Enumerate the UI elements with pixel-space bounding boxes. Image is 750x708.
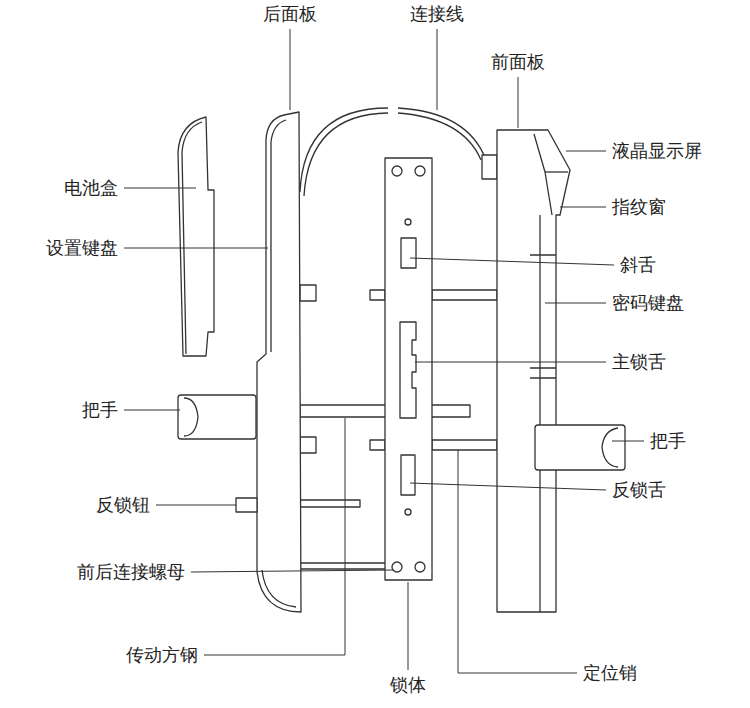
part-label: 液晶显示屏 <box>612 140 702 162</box>
part-label: 把手 <box>650 430 686 452</box>
part-label: 反锁钮 <box>96 494 150 516</box>
part-label: 电池盒 <box>64 177 118 199</box>
part-label: 前后连接螺母 <box>77 561 185 583</box>
part-label: 锁体 <box>390 674 426 696</box>
part-label: 设置键盘 <box>46 237 118 259</box>
leader-lines <box>124 29 644 673</box>
part-label: 传动方钢 <box>126 644 198 666</box>
part-label: 定位销 <box>583 662 637 684</box>
part-label: 把手 <box>82 399 118 421</box>
part-label: 主锁舌 <box>612 351 666 373</box>
part-label: 前面板 <box>491 51 545 73</box>
part-label: 斜舌 <box>620 254 656 276</box>
part-label: 反锁舌 <box>612 479 666 501</box>
part-label: 连接线 <box>410 3 464 25</box>
part-label: 指纹窗 <box>612 196 666 218</box>
part-label: 密码键盘 <box>612 292 684 314</box>
part-label: 后面板 <box>263 3 317 25</box>
